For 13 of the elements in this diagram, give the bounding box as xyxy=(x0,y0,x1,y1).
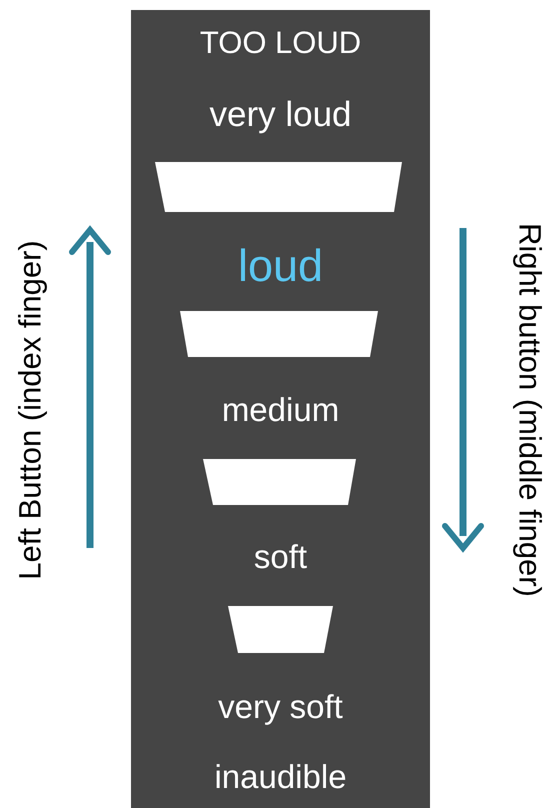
volume-label: soft xyxy=(252,540,308,573)
volume-label: very soft xyxy=(217,690,344,723)
volume-label: very loud xyxy=(208,97,353,132)
volume-label: medium xyxy=(220,393,340,426)
volume-level-bar xyxy=(155,162,402,212)
volume-label: inaudible xyxy=(213,760,348,793)
volume-level-bar xyxy=(180,311,378,357)
button-label: Left Button (index finger) xyxy=(14,240,46,580)
volume-level-bar xyxy=(228,606,333,653)
volume-label: loud xyxy=(236,243,324,288)
heading-label: TOO LOUD xyxy=(198,27,362,58)
button-label: Right button (middle finger) xyxy=(514,223,546,597)
volume-level-bar xyxy=(203,459,356,505)
